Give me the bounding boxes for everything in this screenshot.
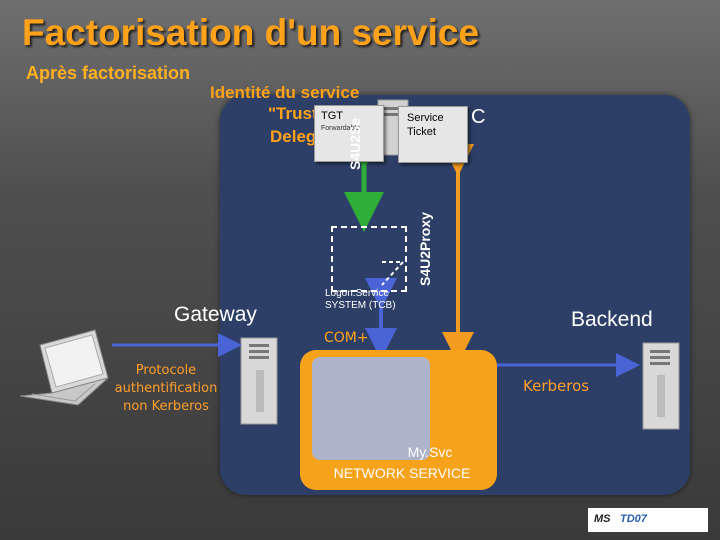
service-identity-heading: Identité du service (210, 83, 360, 102)
logo-td-text: TD07 (620, 513, 647, 525)
s4u2self-label: S4U2Se (347, 117, 363, 170)
page-title: Factorisation d'un service (22, 12, 480, 53)
logon-corner-fold (381, 261, 406, 286)
backend-server-icon (642, 342, 680, 430)
com-plus-label: COM+ (324, 330, 369, 346)
my-service-label: My.Svc NETWORK SERVICE (318, 442, 486, 484)
kerberos-label: Kerberos (523, 377, 590, 395)
my-service-account: NETWORK SERVICE (333, 465, 471, 481)
logon-service-name: Logon.Service (325, 288, 389, 299)
service-ticket-label: Service Ticket (407, 112, 444, 138)
logon-service-account: SYSTEM (TCB) (325, 300, 396, 311)
my-service-name: My.Svc (407, 444, 453, 460)
gateway-label: Gateway (174, 303, 257, 326)
kdc-label-fragment: C (471, 106, 486, 128)
tgt-ticket-card: TGT Forwardable (314, 105, 384, 162)
s4u2proxy-label: S4U2Proxy (417, 212, 433, 286)
logon-service-box (331, 226, 407, 292)
trust-label: "Trust (268, 104, 318, 123)
logon-service-label: Logon.Service SYSTEM (TCB) (325, 288, 396, 312)
delegation-label: Deleg (270, 127, 317, 146)
page-subtitle: Après factorisation (26, 63, 191, 83)
backend-label: Backend (571, 308, 653, 331)
tgt-title: TGT (321, 110, 343, 122)
tgt-forwardable-label: Forwardable (321, 125, 360, 132)
logo-ms-text: MS (594, 513, 611, 525)
service-ticket-card: Service Ticket (398, 106, 468, 163)
protocol-label: Protocole authentification non Kerberos (114, 363, 218, 414)
gateway-server-icon (240, 337, 278, 425)
laptop-icon (19, 329, 109, 406)
mstd-logo: MS TD07 (588, 508, 708, 532)
my-service-inner-panel (312, 357, 430, 460)
